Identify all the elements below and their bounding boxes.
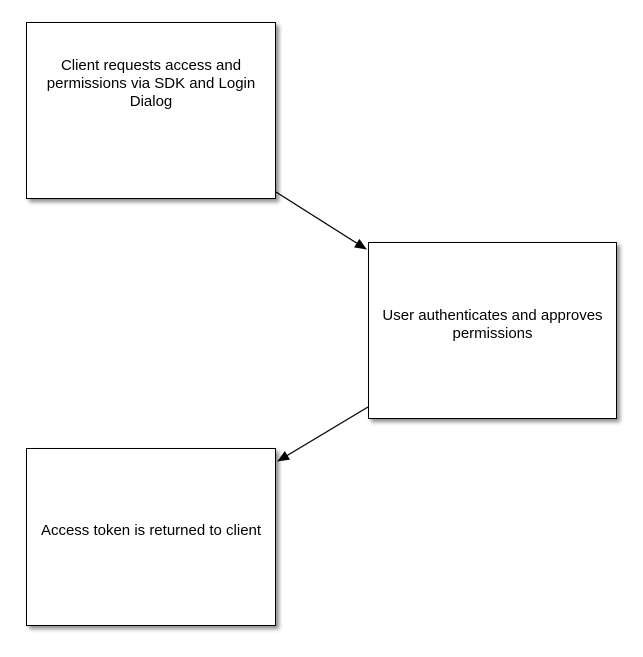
node-access-token-label: Access token is returned to client	[40, 522, 262, 539]
node-access-token: Access token is returned to client	[26, 448, 276, 626]
node-client-request-label: Client requests access and permissions v…	[46, 56, 256, 110]
edge-request-to-authenticate	[275, 191, 367, 250]
node-client-request: Client requests access and permissions v…	[26, 22, 276, 199]
edge-authenticate-to-token	[277, 406, 369, 462]
node-user-authenticates-label: User authenticates and approves permissi…	[382, 306, 603, 342]
node-user-authenticates: User authenticates and approves permissi…	[368, 242, 617, 419]
